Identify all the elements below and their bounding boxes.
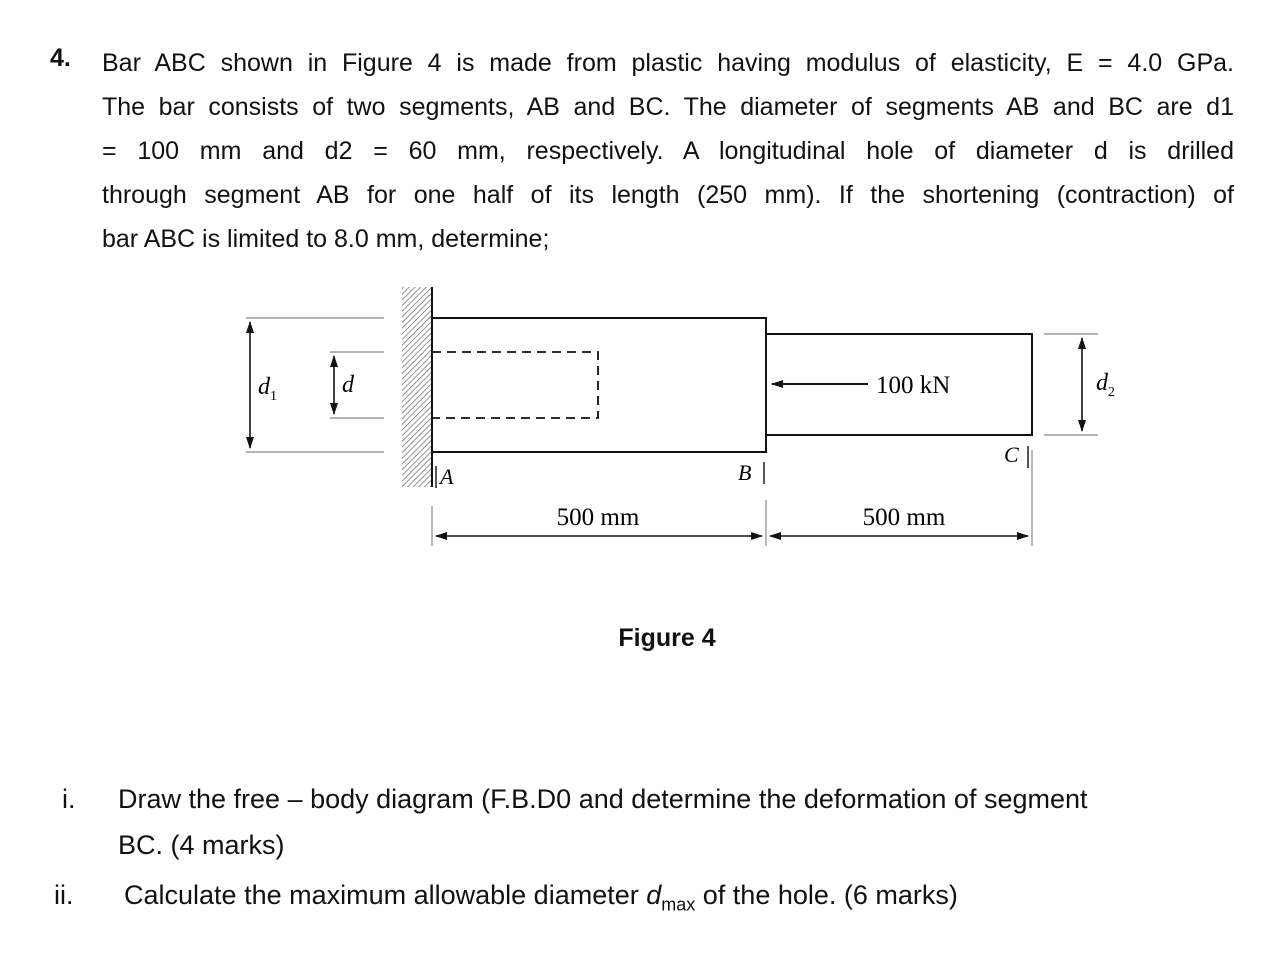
point-b-label: B bbox=[738, 460, 751, 485]
question-number: 4. bbox=[50, 44, 71, 72]
length-ab-label: 500 mm bbox=[557, 504, 640, 531]
segment-bc bbox=[765, 333, 1033, 436]
sub-question-number: ii. bbox=[54, 880, 74, 910]
question-line: The bar consists of two segments, AB and… bbox=[102, 93, 1234, 121]
segment-ab bbox=[431, 317, 767, 453]
sub-question-text: BC. (4 marks) bbox=[118, 830, 285, 860]
wall-support bbox=[402, 287, 432, 487]
sub-question-text: Calculate the maximum allowable diameter… bbox=[124, 880, 958, 915]
sub-question-ii: ii. Calculate the maximum allowable diam… bbox=[0, 872, 1280, 922]
figure-caption: Figure 4 bbox=[618, 624, 716, 652]
length-bc-label: 500 mm bbox=[863, 504, 946, 531]
question-line: bar ABC is limited to 8.0 mm, determine; bbox=[102, 225, 550, 253]
point-a-label: A bbox=[438, 464, 454, 489]
dmax-subscript: max bbox=[661, 894, 696, 915]
figure-4-diagram: d1 d 100 kN d2 A B C 500 mm 500 mm bbox=[246, 287, 1115, 546]
d1-subscript: 1 bbox=[270, 389, 277, 404]
d-label: d bbox=[342, 372, 355, 398]
question-line: through segment AB for one half of its l… bbox=[102, 181, 1234, 209]
sub-question-number: i. bbox=[62, 784, 76, 814]
d2-subscript: 2 bbox=[1108, 385, 1115, 400]
question-line: = 100 mm and d2 = 60 mm, respectively. A… bbox=[102, 137, 1234, 165]
sub-question-text: Draw the free – body diagram (F.B.D0 and… bbox=[118, 784, 1088, 814]
point-c-label: C bbox=[1004, 442, 1019, 467]
hole-dashed bbox=[431, 351, 599, 419]
question-line: Bar ABC shown in Figure 4 is made from p… bbox=[102, 49, 1234, 77]
dmax-symbol: d bbox=[646, 880, 662, 910]
question-text: Bar ABC shown in Figure 4 is made from p… bbox=[102, 41, 1234, 261]
sub-question-i: i. Draw the free – body diagram (F.B.D0 … bbox=[0, 776, 1280, 876]
d1-label: d1 bbox=[258, 374, 277, 404]
force-label: 100 kN bbox=[876, 372, 950, 399]
d2-label: d2 bbox=[1096, 370, 1115, 400]
